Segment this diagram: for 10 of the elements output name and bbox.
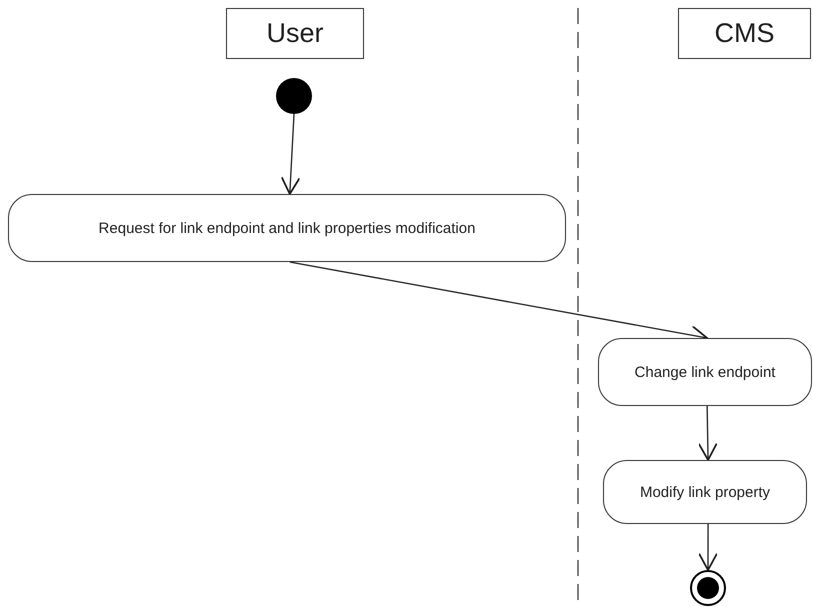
action-box: Modify link property	[603, 460, 807, 524]
swimlane-header: CMS	[678, 8, 811, 59]
end-node	[690, 570, 726, 606]
action-box: Change link endpoint	[598, 338, 812, 406]
arrow	[698, 406, 718, 461]
start-node	[276, 78, 312, 114]
arrow	[280, 114, 301, 195]
swimlane-header: User	[226, 8, 364, 59]
action-box: Request for link endpoint and link properties modification	[8, 194, 566, 262]
arrow	[698, 524, 718, 571]
